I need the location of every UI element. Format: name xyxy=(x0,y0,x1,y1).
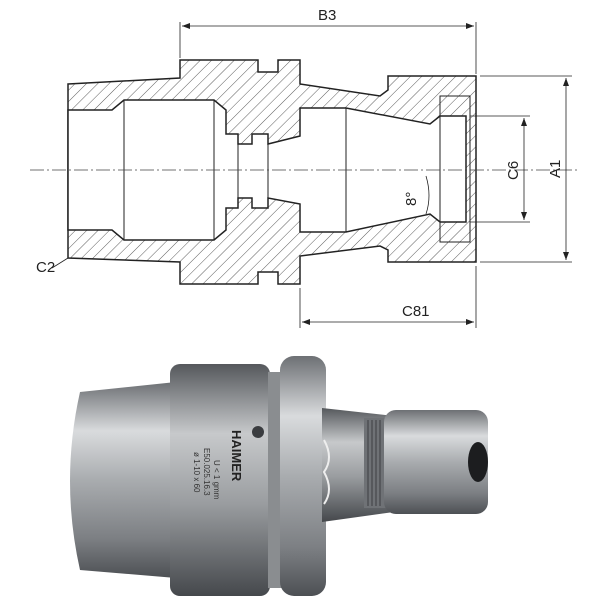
range-engraving: ø 1-10 x 60 xyxy=(192,452,201,493)
balance-engraving: U < 1 gmm xyxy=(212,460,221,500)
dimension-a1: A1 xyxy=(547,160,564,178)
cross-section xyxy=(30,59,580,285)
brand-engraving: HAIMER xyxy=(229,430,244,482)
dimension-b3: B3 xyxy=(318,7,336,24)
product-photo: HAIMER U < 1 gmm E50.025.16.3 ø 1-10 x 6… xyxy=(70,356,488,596)
dimension-c2: C2 xyxy=(36,259,55,276)
dimension-lines xyxy=(51,22,572,328)
dimension-c6: C6 xyxy=(505,161,522,180)
engraving: HAIMER U < 1 gmm E50.025.16.3 ø 1-10 x 6… xyxy=(192,430,244,500)
dimension-angle: 8° xyxy=(403,192,420,206)
dimension-c81: C81 xyxy=(402,303,430,320)
part-number-engraving: E50.025.16.3 xyxy=(202,448,211,496)
